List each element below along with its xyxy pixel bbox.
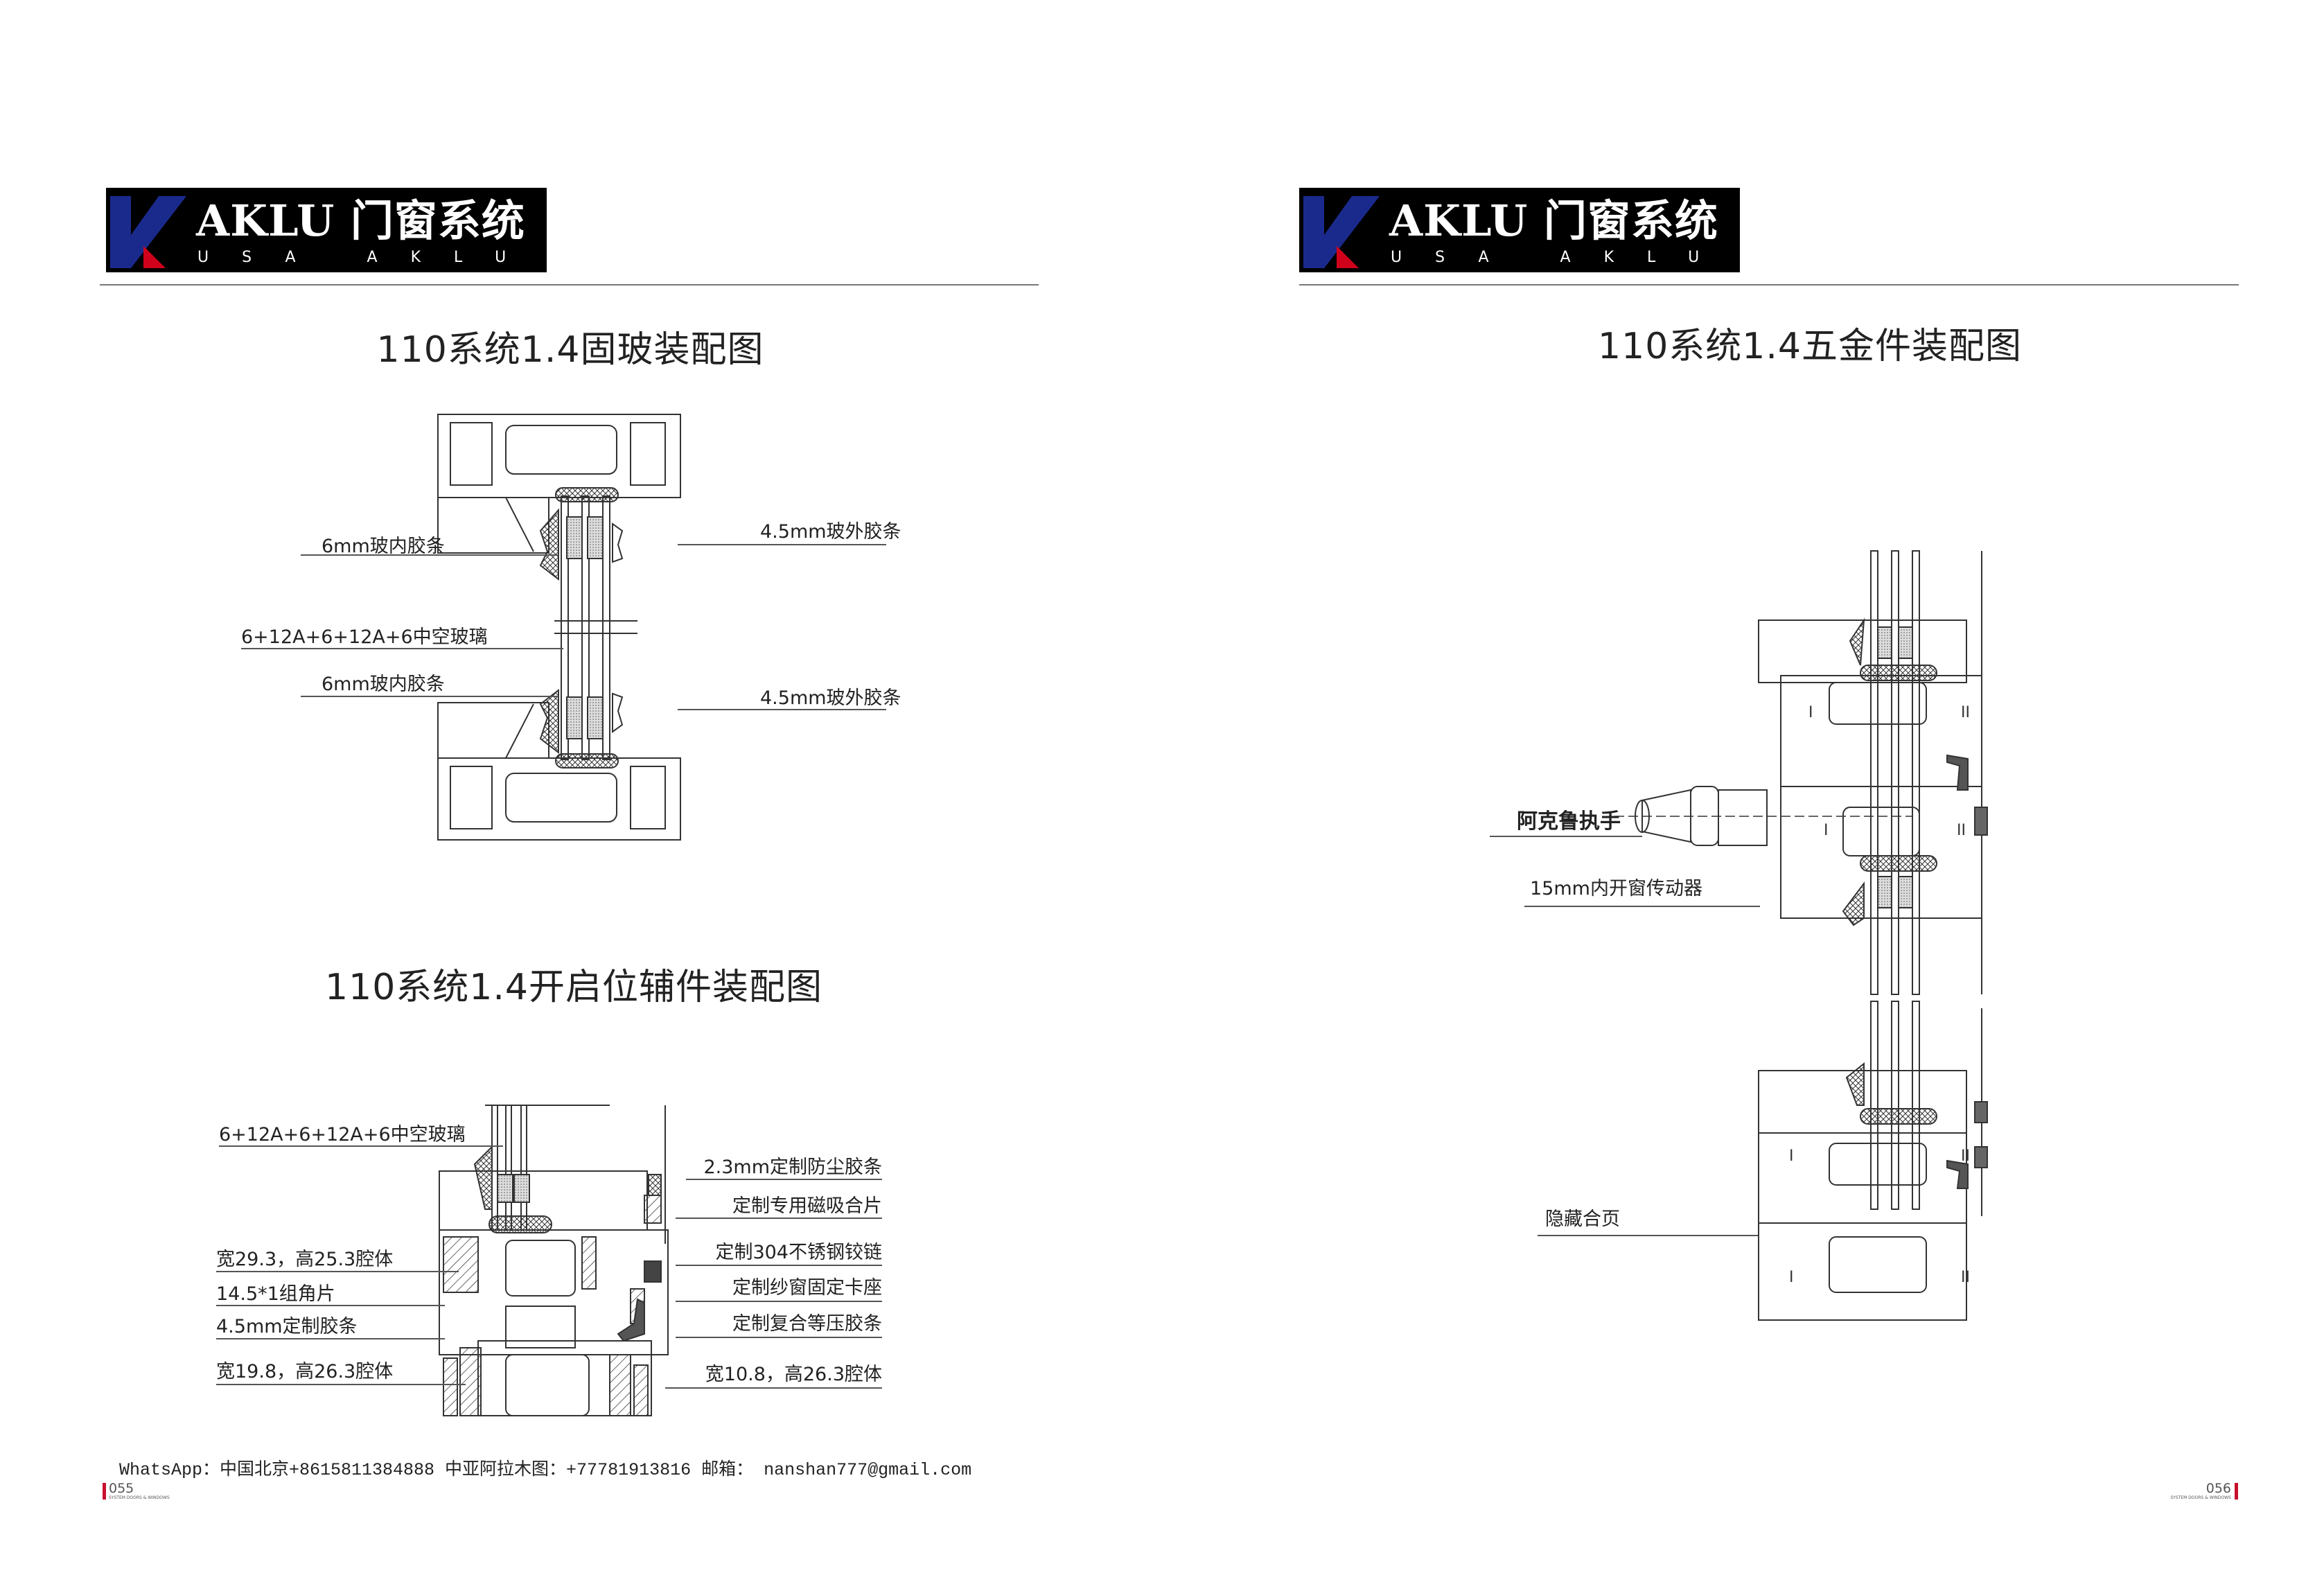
label-outer-strip-bottom: 4.5mm玻外胶条 (760, 687, 901, 709)
leader-line (301, 554, 558, 556)
leader-line (686, 1179, 882, 1180)
label-inner-strip-top: 6mm玻内胶条 (322, 536, 445, 557)
svg-text:II: II (1961, 704, 1970, 721)
title-hardware-assembly: 110系统1.4五金件装配图 (1598, 326, 2022, 367)
svg-text:I: I (1808, 704, 1813, 721)
label-hinge: 定制304不锈钢铰链 (715, 1242, 882, 1263)
leader-line (219, 1145, 503, 1147)
opening-accessories-section-drawing (439, 1105, 669, 1416)
svg-text:I: I (1789, 1269, 1794, 1286)
leader-line (678, 544, 886, 545)
svg-text:II: II (1961, 1148, 1970, 1165)
leader-line (216, 1338, 445, 1339)
label-cavity-29: 宽29.3，高25.3腔体 (216, 1249, 394, 1270)
leader-line (676, 1337, 882, 1338)
label-cavity-10: 宽10.8，高26.3腔体 (705, 1364, 882, 1385)
label-actuator: 15mm内开窗传动器 (1530, 878, 1702, 899)
logo-sub-text: USA AKLU (197, 249, 540, 266)
logo-brand-text: AKLU 门窗系统 (196, 195, 525, 246)
logo-k-mark (110, 196, 186, 268)
page-caption: SYSTEM DOORS & WINDOWS (2170, 1495, 2231, 1500)
leader-line (676, 1265, 882, 1266)
header-rule-left (100, 284, 1039, 285)
svg-text:I: I (1824, 822, 1829, 839)
logo-k-mark (1303, 196, 1380, 268)
leader-line (216, 1305, 445, 1306)
label-cavity-19: 宽19.8，高26.3腔体 (216, 1361, 394, 1382)
label-glass-opening: 6+12A+6+12A+6中空玻璃 (219, 1124, 466, 1145)
contact-footer: WhatsApp：中国北京+8615811384888 中亚阿拉木图：+7778… (119, 1460, 972, 1480)
svg-text:II: II (1957, 822, 1966, 839)
hardware-section-drawing: I II I II I II I II (1614, 550, 1988, 1321)
label-screen-seat: 定制纱窗固定卡座 (732, 1277, 882, 1299)
title-fixed-glass: 110系统1.4固玻装配图 (376, 329, 764, 371)
logo-brand-text: AKLU 门窗系统 (1389, 195, 1718, 246)
label-glass: 6+12A+6+12A+6中空玻璃 (241, 626, 488, 648)
label-handle: 阿克鲁执手 (1517, 809, 1621, 834)
page-caption: SYSTEM DOORS & WINDOWS (109, 1495, 170, 1500)
label-corner-piece: 14.5*1组角片 (216, 1283, 335, 1305)
header-rule-right (1299, 284, 2239, 285)
label-hidden-hinge: 隐藏合页 (1545, 1209, 1620, 1230)
page-number-right: 056 SYSTEM DOORS & WINDOWS (2162, 1482, 2231, 1501)
page-marker-right (2235, 1483, 2238, 1500)
svg-text:I: I (1789, 1148, 1794, 1165)
page-marker-left (103, 1483, 106, 1500)
title-opening-accessories: 110系统1.4开启位辅件装配图 (325, 967, 822, 1008)
aklu-logo-left: AKLU 门窗系统 USA AKLU (106, 188, 547, 272)
page-number: 056 (2206, 1481, 2231, 1496)
aklu-logo-right: AKLU 门窗系统 USA AKLU (1299, 188, 1740, 272)
leader-line (1490, 836, 1642, 837)
page-number-left: 055 SYSTEM DOORS & WINDOWS (109, 1482, 170, 1501)
page-number: 055 (109, 1481, 134, 1496)
leader-line (1524, 906, 1760, 907)
label-dust-strip: 2.3mm定制防尘胶条 (703, 1157, 882, 1178)
label-custom-strip: 4.5mm定制胶条 (216, 1316, 358, 1337)
leader-line (216, 1384, 466, 1385)
fixed-glass-section-drawing (437, 414, 681, 841)
leader-line (241, 648, 563, 649)
leader-line (1538, 1235, 1758, 1236)
label-outer-strip-top: 4.5mm玻外胶条 (760, 521, 901, 543)
label-inner-strip-bottom: 6mm玻内胶条 (322, 674, 445, 695)
logo-sub-text: USA AKLU (1391, 249, 1733, 266)
leader-line (216, 1271, 459, 1272)
leader-line (676, 1301, 882, 1302)
svg-text:II: II (1961, 1269, 1970, 1286)
label-magnet: 定制专用磁吸合片 (732, 1195, 882, 1217)
leader-line (301, 696, 558, 697)
label-pressure-strip: 定制复合等压胶条 (732, 1313, 882, 1335)
leader-line (678, 709, 886, 710)
leader-line (665, 1387, 882, 1389)
leader-line (676, 1218, 882, 1219)
